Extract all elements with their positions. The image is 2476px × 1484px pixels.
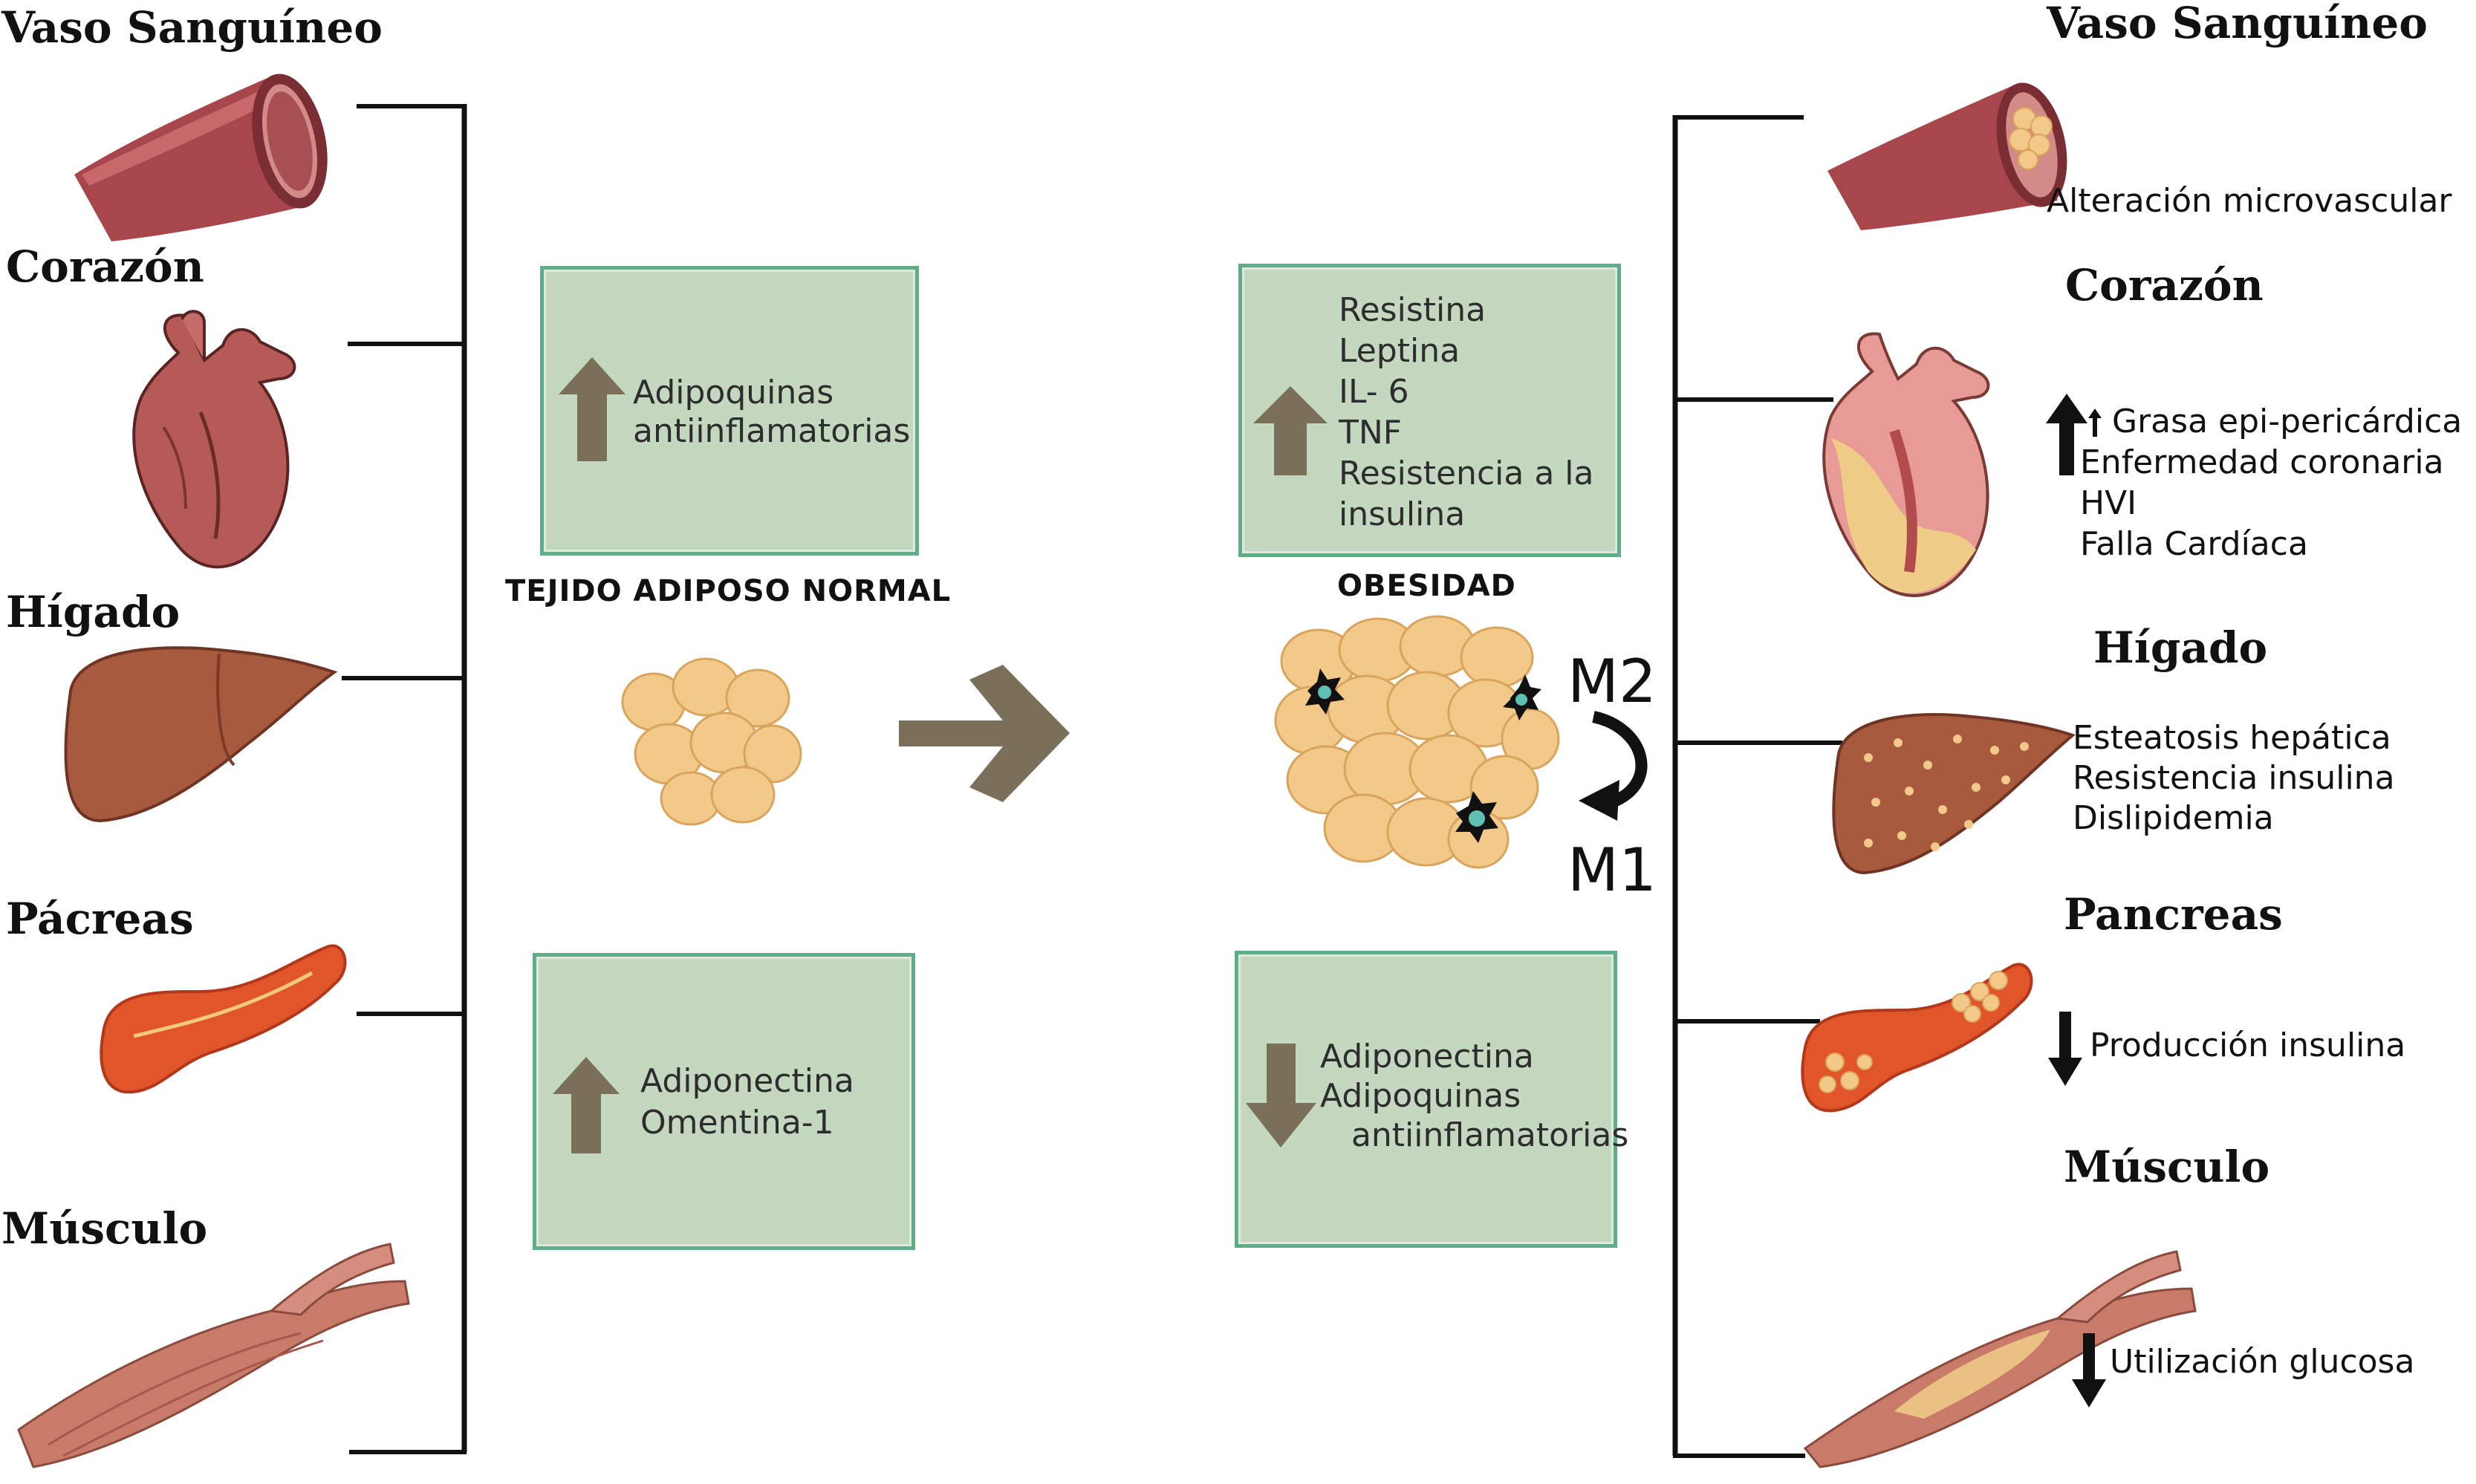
right-muscle-illustration <box>1803 1250 2197 1468</box>
liver-effect-2: Resistencia insulina <box>2073 759 2395 797</box>
left-blood-vessel-illustration <box>74 74 328 241</box>
right-heart-illustration <box>1822 332 1990 597</box>
m2-label: M2 <box>1567 647 1657 716</box>
right-title-pancreas: Pancreas <box>2064 889 2283 940</box>
normal-bottom-line-2: Omentina-1 <box>640 1104 834 1142</box>
obesity-bottom-box: Adiponectina Adipoquinas antiinflamatori… <box>1235 951 1628 1248</box>
m1-label: M1 <box>1567 836 1657 905</box>
normal-top-box: Adipoquinas antiinflamatorias <box>540 266 919 556</box>
left-title-blood-vessel: Vaso Sanguíneo <box>1 2 383 53</box>
pancreas-effect-1: Producción insulina <box>2090 1026 2406 1064</box>
liver-effect-3: Dislipidemia <box>2073 799 2274 837</box>
heart-effect-3: HVI <box>2080 484 2137 522</box>
up-arrow-icon <box>1253 386 1328 475</box>
left-heart-illustration <box>132 310 296 569</box>
up-arrow-icon <box>559 357 626 461</box>
obesity-top-line-3: IL- 6 <box>1339 373 1409 411</box>
muscle-effect-1: Utilización glucosa <box>2110 1343 2415 1381</box>
right-title-muscle: Músculo <box>2064 1142 2270 1192</box>
left-title-pancreas: Pácreas <box>6 894 194 944</box>
obesity-caption: OBESIDAD <box>1337 569 1516 603</box>
obesity-top-line-4: TNF <box>1339 414 1403 452</box>
heart-effect-1: Grasa epi-pericárdica <box>2112 403 2463 440</box>
obesity-bottom-line-3: antiinflamatorias <box>1320 1116 1629 1154</box>
right-title-blood-vessel: Vaso Sanguíneo <box>2047 0 2428 48</box>
up-arrow-icon <box>2046 394 2087 475</box>
m2-to-m1-curved-arrow-icon <box>1579 711 1648 821</box>
left-title-muscle: Músculo <box>1 1203 208 1254</box>
right-arrow-icon <box>899 665 1070 802</box>
left-muscle-illustration <box>17 1243 410 1468</box>
liver-effect-1: Esteatosis hepática <box>2073 719 2391 757</box>
right-blood-vessel-illustration <box>1827 82 2067 230</box>
normal-top-line-2: antiinflamatorias <box>633 412 911 450</box>
down-arrow-icon <box>2048 1012 2082 1086</box>
up-arrow-icon <box>553 1057 620 1153</box>
obesity-top-box: Resistina Leptina IL- 6 TNF Resistencia … <box>1238 264 1621 557</box>
obesity-top-line-2: Leptina <box>1339 332 1460 370</box>
left-bracket-lines <box>342 104 467 1454</box>
right-pancreas-illustration <box>1801 963 2033 1113</box>
obesity-top-line-5: Resistencia a la <box>1339 455 1594 492</box>
small-up-arrow-icon <box>2088 409 2102 437</box>
right-title-heart: Corazón <box>2065 260 2264 310</box>
heart-effect-4: Falla Cardíaca <box>2080 525 2308 563</box>
down-arrow-icon <box>2072 1333 2106 1407</box>
right-liver-illustration <box>1832 713 2076 875</box>
normal-adipose-cluster <box>621 657 802 826</box>
macrophage-icon <box>1455 791 1498 843</box>
obese-adipose-cluster <box>1274 615 1560 869</box>
macrophage-icon <box>1503 674 1541 720</box>
right-bracket-lines <box>1672 115 1842 1458</box>
obesity-top-line-6: insulina <box>1339 495 1466 533</box>
normal-caption: TEJIDO ADIPOSO NORMAL <box>505 574 952 608</box>
down-arrow-icon <box>1246 1044 1316 1148</box>
right-title-liver: Hígado <box>2093 622 2268 673</box>
vessel-effect-1: Alteración microvascular <box>2047 182 2452 220</box>
heart-effect-2: Enfermedad coronaria <box>2080 443 2444 481</box>
left-title-liver: Hígado <box>6 587 181 637</box>
normal-bottom-line-1: Adiponectina <box>640 1062 854 1100</box>
macrophage-icon <box>1305 668 1345 715</box>
obesity-top-line-1: Resistina <box>1339 291 1486 329</box>
left-liver-illustration <box>64 646 338 823</box>
normal-bottom-box: Adiponectina Omentina-1 <box>533 953 915 1250</box>
normal-top-line-1: Adipoquinas <box>633 374 834 411</box>
left-pancreas-illustration <box>100 944 347 1094</box>
left-title-heart: Corazón <box>6 241 204 292</box>
obesity-bottom-line-1: Adiponectina <box>1320 1038 1534 1075</box>
obesity-bottom-line-2: Adipoquinas <box>1320 1077 1521 1115</box>
